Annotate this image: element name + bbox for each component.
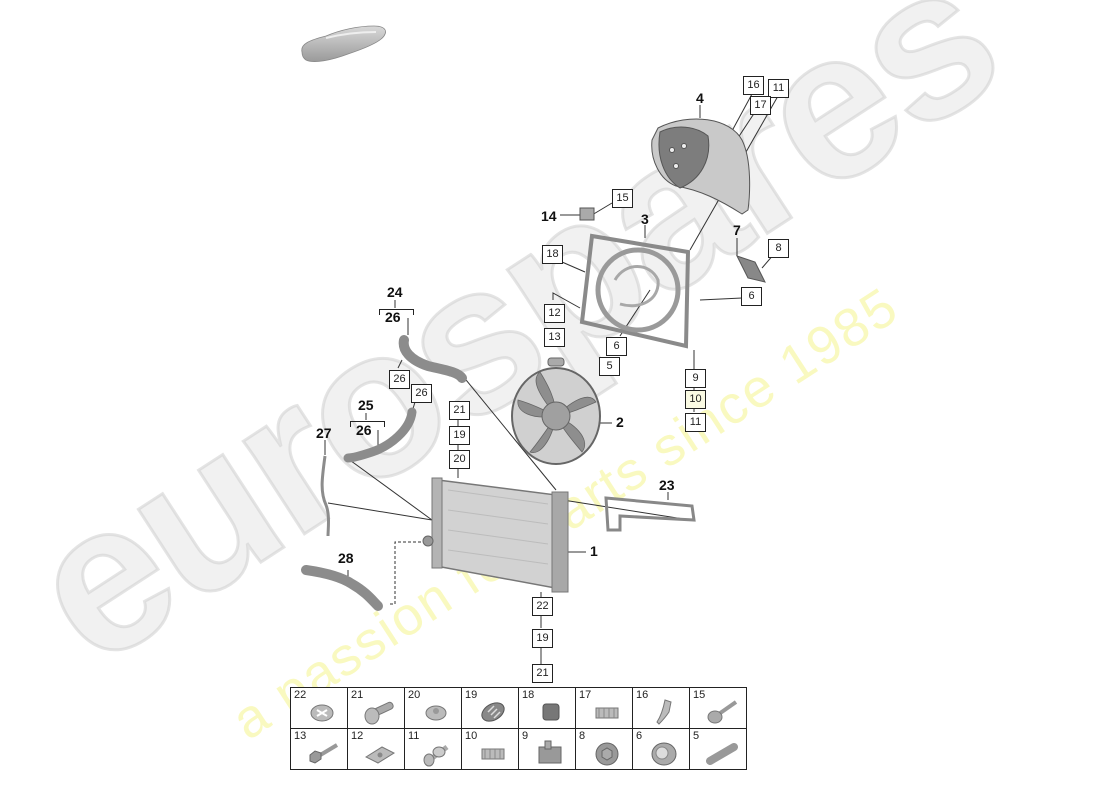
- expanding-rivet-icon: [423, 745, 449, 767]
- part-cell-16[interactable]: 16: [632, 687, 690, 729]
- fan-frame-part: [579, 233, 691, 349]
- rubber-mount-icon: [481, 702, 505, 722]
- part-cell-21[interactable]: 21: [347, 687, 405, 729]
- callout-25: 25: [358, 397, 374, 413]
- outlet-hose-part: [301, 565, 383, 611]
- boxed-callout-15: 15: [612, 189, 633, 208]
- hex-nut-icon: [595, 742, 619, 766]
- spring-clip-icon: [595, 707, 619, 719]
- boxed-callout-18: 18: [542, 245, 563, 264]
- part-cell-11[interactable]: 11: [404, 728, 462, 770]
- bracket-25: [350, 421, 385, 427]
- boxed-callout-5: 5: [599, 357, 620, 376]
- plate-nut-icon: [364, 746, 396, 764]
- table-row: 13 12 11 10 9 8 6 5: [290, 728, 747, 770]
- part-cell-10[interactable]: 10: [461, 728, 519, 770]
- callout-2: 2: [616, 414, 624, 430]
- small-parts-table: 22 21 20 19 18 17 16 15 13 12 11: [290, 687, 747, 770]
- boxed-callout-13: 13: [544, 328, 565, 347]
- callout-28: 28: [338, 550, 354, 566]
- lower-hose-part: [343, 407, 417, 463]
- boxed-callout-11-top: 11: [768, 79, 789, 98]
- part-cell-18[interactable]: 18: [518, 687, 576, 729]
- callout-24: 24: [387, 284, 403, 300]
- part-cell-13[interactable]: 13: [290, 728, 348, 770]
- bracket-24: [379, 309, 414, 315]
- callout-7: 7: [733, 222, 741, 238]
- part-cell-19[interactable]: 19: [461, 687, 519, 729]
- boxed-callout-10: 10: [685, 390, 706, 409]
- callout-4: 4: [696, 90, 704, 106]
- holder-icon: [538, 740, 562, 764]
- part-cell-8[interactable]: 8: [575, 728, 633, 770]
- sleeve-icon: [706, 743, 738, 765]
- car-thumbnail-icon[interactable]: [296, 22, 392, 64]
- boxed-callout-20: 20: [449, 450, 470, 469]
- cooling-fan-part: [511, 357, 601, 465]
- part-cell-22[interactable]: 22: [290, 687, 348, 729]
- part-cell-5[interactable]: 5: [689, 728, 747, 770]
- boxed-callout-19-bottom: 19: [532, 629, 553, 648]
- boxed-callout-17: 17: [750, 96, 771, 115]
- boxed-callout-26-a: 26: [389, 370, 410, 389]
- radiator-bracket-part: [604, 496, 696, 532]
- bracket-icon: [656, 699, 672, 725]
- part-cell-12[interactable]: 12: [347, 728, 405, 770]
- flange-bolt-icon: [707, 700, 738, 724]
- boxed-callout-26-b: 26: [411, 384, 432, 403]
- boxed-callout-6-right: 6: [741, 287, 762, 306]
- boxed-callout-22: 22: [532, 597, 553, 616]
- clip-nut-icon: [425, 705, 447, 721]
- part-cell-15[interactable]: 15: [689, 687, 747, 729]
- upper-hose-part: [398, 335, 467, 383]
- boxed-callout-21-bottom: 21: [532, 664, 553, 683]
- boxed-callout-12: 12: [544, 304, 565, 323]
- callout-14: 14: [541, 208, 557, 224]
- spring-clip-icon: [481, 748, 505, 760]
- boxed-callout-11-bottom: 11: [685, 413, 706, 432]
- hex-bolt-icon: [309, 743, 339, 764]
- rubber-buffer-icon: [542, 703, 560, 721]
- callout-23: 23: [659, 477, 675, 493]
- callout-24-26: 26: [385, 309, 401, 325]
- boxed-callout-19-top: 19: [449, 426, 470, 445]
- callout-1: 1: [590, 543, 598, 559]
- boxed-callout-8: 8: [768, 239, 789, 258]
- fan-shroud-part: [651, 118, 751, 215]
- callout-3: 3: [641, 211, 649, 227]
- callout-25-26: 26: [356, 422, 372, 438]
- boxed-callout-6-mid: 6: [606, 337, 627, 356]
- grommet-icon: [651, 742, 677, 766]
- boxed-callout-16: 16: [743, 76, 764, 95]
- callout-27: 27: [316, 425, 332, 441]
- part-cell-17[interactable]: 17: [575, 687, 633, 729]
- speed-nut-icon: [310, 704, 334, 722]
- pan-head-screw-icon: [364, 701, 394, 725]
- table-row: 22 21 20 19 18 17 16 15: [290, 687, 747, 729]
- boxed-callout-9: 9: [685, 369, 706, 388]
- boxed-callout-21-top: 21: [449, 401, 470, 420]
- radiator-part: [422, 477, 569, 593]
- part-cell-9[interactable]: 9: [518, 728, 576, 770]
- part-cell-6[interactable]: 6: [632, 728, 690, 770]
- part-cell-20[interactable]: 20: [404, 687, 462, 729]
- vent-tube-part: [320, 455, 330, 537]
